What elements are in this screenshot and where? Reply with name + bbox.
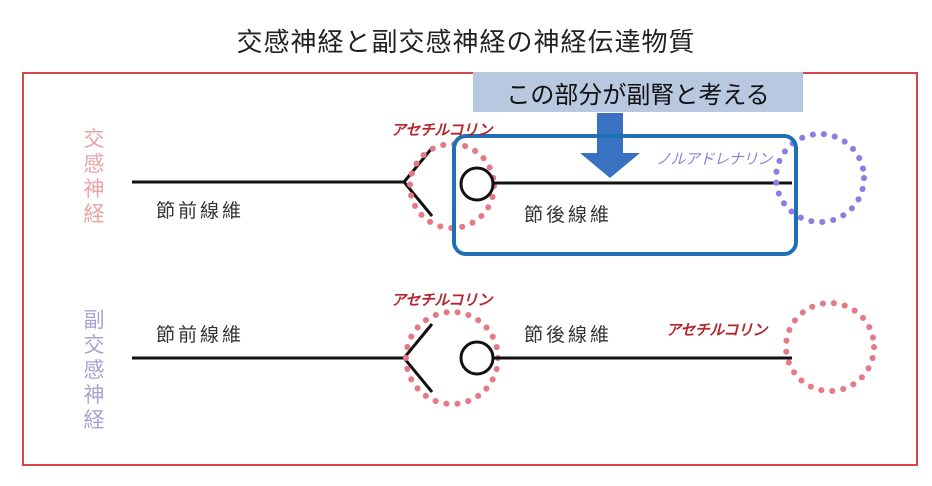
parasympathetic-preganglionic-acetylcholine-label: アセチルコリン bbox=[391, 291, 492, 309]
sympathetic-label: 交感神経 bbox=[83, 127, 105, 226]
acetylcholine-release-dots bbox=[783, 300, 877, 394]
diagram-title: 交感神経と副交感神経の神経伝達物質 bbox=[236, 28, 696, 58]
parasympathetic-postganglionic-cell bbox=[459, 340, 495, 376]
parasympathetic-preganglionic-label: 節前線維 bbox=[156, 324, 245, 346]
noradrenaline-label: ノルアドレナリン bbox=[656, 150, 773, 168]
parasympathetic-postganglionic-label: 節後線維 bbox=[524, 324, 613, 346]
diagram-frame bbox=[22, 72, 918, 466]
parasympathetic-postganglionic-acetylcholine-label: アセチルコリン bbox=[666, 321, 767, 339]
noradrenaline-release-dots bbox=[773, 131, 867, 225]
adrenal-callout: この部分が副腎と考える bbox=[473, 72, 803, 112]
down-arrow-icon bbox=[580, 113, 640, 178]
parasympathetic-label: 副交感神経 bbox=[83, 308, 105, 432]
adrenal-highlight-box bbox=[452, 134, 798, 256]
sympathetic-preganglionic-acetylcholine-label: アセチルコリン bbox=[391, 121, 492, 139]
sympathetic-preganglionic-label: 節前線維 bbox=[156, 200, 245, 222]
sympathetic-synapse-terminal bbox=[402, 147, 434, 217]
sympathetic-postganglionic-label: 節後線維 bbox=[524, 204, 613, 226]
